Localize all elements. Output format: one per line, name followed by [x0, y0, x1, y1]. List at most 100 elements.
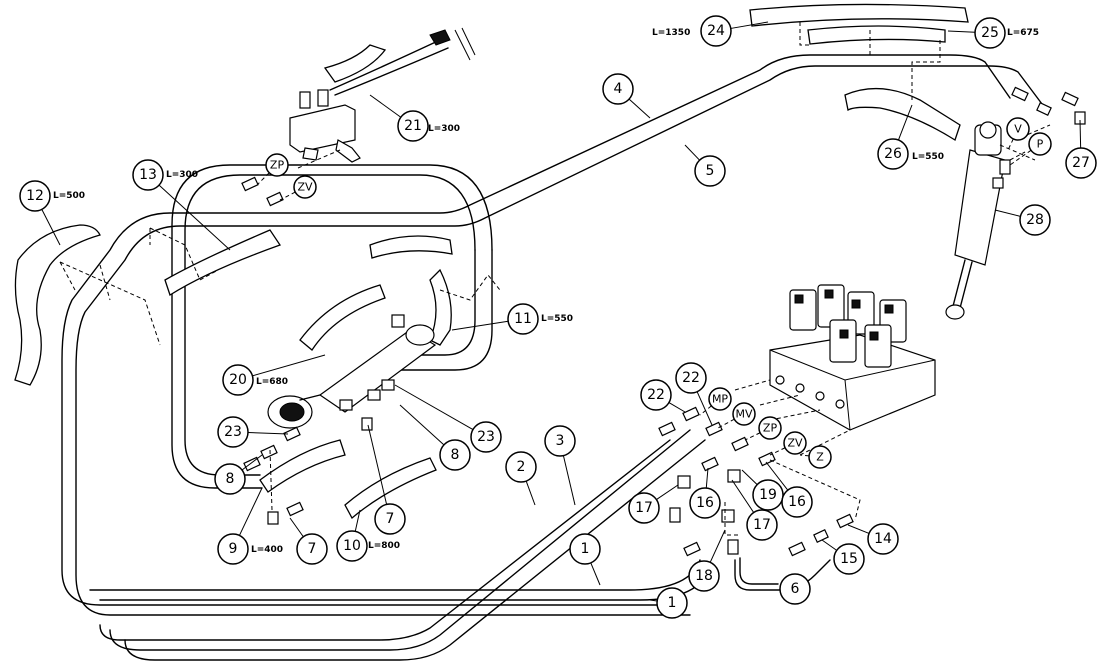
callout-leader [628, 98, 651, 119]
dashed-guides [59, 22, 1051, 536]
callout-circle [689, 487, 721, 519]
port-label: MP [712, 393, 728, 406]
port-label: V [1014, 123, 1022, 136]
callout-22: 22 [640, 379, 686, 413]
length-label: L=550 [912, 152, 944, 162]
callout-circle [1065, 147, 1097, 179]
callout-leader [741, 469, 758, 485]
port-circle [293, 175, 317, 199]
callout-circle [628, 492, 660, 524]
length-label: L=300 [166, 170, 198, 180]
port-leader [279, 191, 296, 201]
callout-circle [296, 533, 328, 565]
pipe-bundle [61, 54, 1046, 661]
callout-circle [397, 110, 429, 142]
port-zp: ZP [257, 153, 289, 185]
callout-circle [602, 73, 634, 105]
callout-leader [394, 384, 474, 430]
callout-number: 19 [759, 487, 777, 503]
callout-circle [439, 439, 471, 471]
callout-circle [700, 15, 732, 47]
callout-leader [649, 599, 658, 602]
callout-circle [833, 543, 865, 575]
callout-7: 7 [367, 424, 406, 535]
callout-number: 25 [981, 25, 999, 41]
callout-leader [1079, 119, 1082, 149]
length-label: L=500 [53, 191, 85, 201]
callout-leader [252, 354, 326, 377]
callout-circle [507, 303, 539, 335]
callout-number: 13 [139, 167, 157, 183]
callout-24: 24 [700, 15, 769, 47]
callout-number: 17 [753, 517, 771, 533]
callout-27: 27 [1065, 119, 1097, 179]
length-label: L=550 [541, 314, 573, 324]
callout-number: 4 [614, 81, 623, 97]
port-label: MV [735, 408, 752, 421]
callout-4: 4 [602, 73, 651, 119]
callout-9: 9 [217, 487, 263, 565]
callout-number: 23 [224, 424, 242, 440]
central-cylinder [267, 314, 437, 429]
callout-26: 26 [877, 104, 913, 170]
valve-manifold [769, 284, 936, 431]
port-zp: ZP [744, 416, 782, 441]
port-circle [708, 387, 732, 411]
callout-25: 25 [947, 17, 1006, 49]
port-circle [783, 431, 807, 455]
callout-number: 5 [706, 163, 715, 179]
callout-circle [214, 463, 246, 495]
callout-number: 1 [581, 541, 590, 557]
callout-number: 3 [556, 433, 565, 449]
callout-18: 18 [688, 529, 726, 592]
callout-number: 27 [1072, 155, 1090, 171]
callout-circle [877, 138, 909, 170]
length-label: L=400 [251, 545, 283, 555]
callout-circle [132, 159, 164, 191]
callout-leader [705, 467, 709, 489]
port-z: Z [799, 445, 832, 469]
callout-circle [505, 451, 537, 483]
callout-circle [974, 17, 1006, 49]
callout-circle [470, 421, 502, 453]
length-label: L=800 [368, 541, 400, 551]
port-mv: MV [717, 402, 756, 429]
fittings [241, 86, 1086, 557]
callout-leader [731, 479, 755, 513]
callout-10: 10 [336, 509, 368, 562]
callout-19: 19 [741, 469, 784, 511]
callout-1: 1 [649, 587, 688, 619]
callout-circle [217, 533, 249, 565]
callout-number: 16 [788, 494, 806, 510]
callout-8: 8 [399, 404, 471, 471]
callout-leader [765, 461, 789, 491]
callout-17: 17 [628, 484, 679, 524]
callout-number: 12 [26, 188, 44, 204]
valve-block-21 [289, 27, 476, 163]
callout-number: 7 [308, 541, 317, 557]
callout-circle [779, 573, 811, 605]
port-circle [1028, 132, 1052, 156]
port-label: P [1037, 138, 1044, 151]
port-circle [1006, 117, 1030, 141]
callout-leader [847, 524, 870, 534]
callout-leader [399, 404, 445, 446]
callout-circle [675, 362, 707, 394]
port-leader [717, 418, 735, 429]
callout-number: 6 [791, 581, 800, 597]
port-zv: ZV [279, 175, 317, 201]
callout-leader [590, 562, 601, 586]
callout-number: 23 [477, 429, 495, 445]
callout-2: 2 [505, 451, 537, 506]
callout-leader [238, 487, 263, 536]
callout-20: 20 [222, 354, 326, 396]
callout-circle [781, 486, 813, 518]
callout-23: 23 [394, 384, 502, 453]
callout-21: 21 [369, 94, 429, 142]
port-label: ZV [297, 181, 313, 194]
callout-8: 8 [214, 454, 263, 495]
callout-circle [19, 180, 51, 212]
